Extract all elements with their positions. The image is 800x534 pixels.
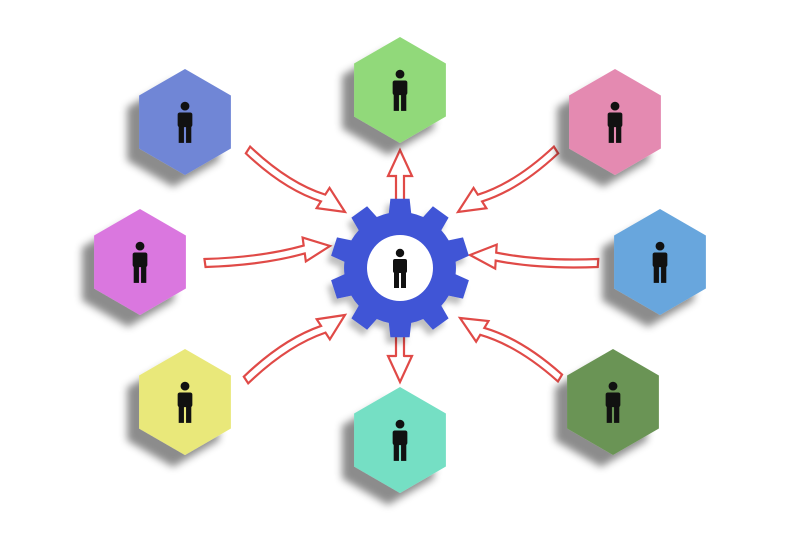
node-bottom-right xyxy=(567,349,659,455)
node-top xyxy=(354,37,446,143)
nodes-layer xyxy=(94,37,706,493)
person-icon xyxy=(392,419,408,461)
center-hub xyxy=(331,198,469,338)
connector-arrow xyxy=(386,333,414,385)
node-bottom-left xyxy=(139,349,231,455)
connector-arrow xyxy=(386,147,414,208)
person-icon xyxy=(392,69,408,111)
node-top-right xyxy=(569,69,661,175)
connector-arrow xyxy=(203,236,333,269)
person-icon xyxy=(607,101,623,143)
node-middle-left xyxy=(94,209,186,315)
arrows-layer xyxy=(203,144,600,386)
person-icon xyxy=(605,381,621,423)
connector-arrow xyxy=(457,316,564,384)
person-icon xyxy=(132,241,148,283)
connector-arrow xyxy=(467,242,600,271)
node-top-left xyxy=(139,69,231,175)
connector-arrow xyxy=(455,144,560,214)
person-icon xyxy=(393,248,407,288)
person-icon xyxy=(177,381,193,423)
connector-arrow xyxy=(244,144,348,214)
person-icon xyxy=(652,241,668,283)
node-middle-right xyxy=(614,209,706,315)
person-icon xyxy=(177,101,193,143)
node-bottom xyxy=(354,387,446,493)
connector-arrow xyxy=(242,313,348,386)
